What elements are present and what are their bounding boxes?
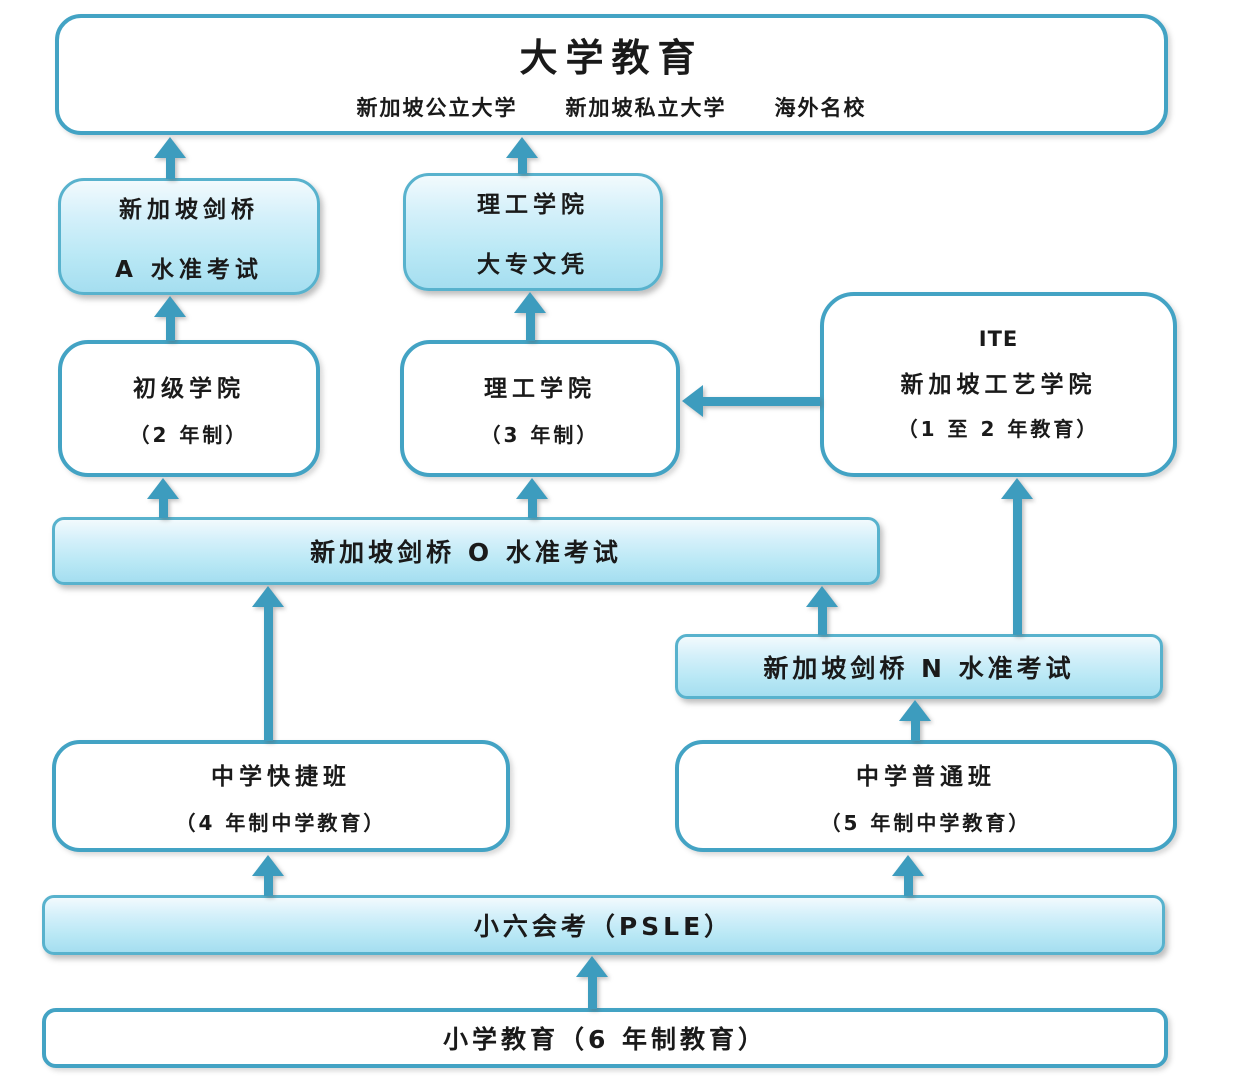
node-secondary-normal: 中学普通班 （5 年制中学教育） <box>675 740 1177 852</box>
arrow-psle-to-express-icon <box>252 855 284 896</box>
node-o-level-exam: 新加坡剑桥 O 水准考试 <box>52 517 880 585</box>
arrowhead-icon <box>576 956 608 977</box>
arrowhead-icon <box>252 586 284 607</box>
node-ite: ITE 新加坡工艺学院 （1 至 2 年教育） <box>820 292 1177 477</box>
arrow-shaft <box>158 498 168 518</box>
arrow-shaft <box>165 157 175 179</box>
arrow-jc-to-a-level-icon <box>154 296 186 341</box>
arrow-poly-diploma-to-university-icon <box>506 137 538 174</box>
junior-college-line1: 初级学院 <box>133 376 245 402</box>
arrow-shaft <box>702 396 820 406</box>
university-subtitle-public: 新加坡公立大学 <box>356 96 518 120</box>
node-primary: 小学教育（6 年制教育） <box>42 1008 1168 1068</box>
arrow-a-level-to-university-icon <box>154 137 186 179</box>
arrowhead-icon <box>252 855 284 876</box>
arrowhead-icon <box>892 855 924 876</box>
arrow-shaft <box>165 316 175 341</box>
arrowhead-icon <box>899 700 931 721</box>
junior-college-line2: （2 年制） <box>129 423 249 447</box>
ite-line3: （1 至 2 年教育） <box>897 417 1100 441</box>
arrow-poly-to-diploma-icon <box>514 292 546 341</box>
arrow-n-level-to-ite-icon <box>1001 478 1033 635</box>
node-junior-college: 初级学院 （2 年制） <box>58 340 320 477</box>
ite-line1: ITE <box>978 327 1019 351</box>
arrowhead-icon <box>806 586 838 607</box>
a-level-line1: 新加坡剑桥 <box>119 196 259 223</box>
arrow-shaft <box>1012 498 1022 635</box>
a-level-line2: A 水准考试 <box>115 256 263 283</box>
arrowhead-icon <box>506 137 538 158</box>
normal-line1: 中学普通班 <box>856 763 996 790</box>
node-poly-diploma: 理工学院 大专文凭 <box>403 173 663 291</box>
arrow-shaft <box>910 720 920 741</box>
express-line2: （4 年制中学教育） <box>175 810 387 835</box>
arrowhead-icon <box>682 385 703 417</box>
arrow-shaft <box>263 606 273 741</box>
arrow-o-level-to-jc-icon <box>147 478 179 518</box>
node-a-level-exam: 新加坡剑桥 A 水准考试 <box>58 178 320 295</box>
o-level-label: 新加坡剑桥 O 水准考试 <box>310 538 622 567</box>
arrow-ite-to-poly-icon <box>682 385 820 417</box>
university-subtitle-private: 新加坡私立大学 <box>565 96 727 120</box>
university-title: 大学教育 <box>519 36 704 80</box>
arrowhead-icon <box>154 137 186 158</box>
arrow-normal-to-n-level-icon <box>899 700 931 741</box>
arrow-shaft <box>517 157 527 174</box>
node-university: 大学教育 新加坡公立大学 新加坡私立大学 海外名校 <box>55 14 1168 135</box>
arrow-psle-to-normal-icon <box>892 855 924 896</box>
arrow-shaft <box>263 875 273 896</box>
n-level-label: 新加坡剑桥 N 水准考试 <box>763 653 1075 683</box>
express-line1: 中学快捷班 <box>211 763 351 790</box>
node-secondary-express: 中学快捷班 （4 年制中学教育） <box>52 740 510 852</box>
poly-diploma-line2: 大专文凭 <box>477 252 589 278</box>
primary-label: 小学教育（6 年制教育） <box>442 1025 768 1054</box>
arrow-shaft <box>817 606 827 635</box>
arrow-shaft <box>903 875 913 896</box>
psle-label: 小六会考（PSLE） <box>473 912 734 941</box>
arrowhead-icon <box>516 478 548 499</box>
arrowhead-icon <box>514 292 546 313</box>
arrowhead-icon <box>154 296 186 317</box>
arrow-shaft <box>527 498 537 518</box>
node-n-level-exam: 新加坡剑桥 N 水准考试 <box>675 634 1163 699</box>
arrow-n-level-to-o-level-icon <box>806 586 838 635</box>
arrow-primary-to-psle-icon <box>576 956 608 1009</box>
node-polytechnic: 理工学院 （3 年制） <box>400 340 680 477</box>
university-subtitle: 新加坡公立大学 新加坡私立大学 海外名校 <box>357 92 867 122</box>
poly-diploma-line1: 理工学院 <box>477 192 589 218</box>
normal-line2: （5 年制中学教育） <box>820 810 1032 835</box>
university-subtitle-overseas: 海外名校 <box>774 96 867 120</box>
arrow-express-to-o-level-icon <box>252 586 284 741</box>
polytechnic-line1: 理工学院 <box>484 376 596 402</box>
arrow-o-level-to-poly-icon <box>516 478 548 518</box>
polytechnic-line2: （3 年制） <box>480 423 600 447</box>
node-psle: 小六会考（PSLE） <box>42 895 1165 955</box>
arrowhead-icon <box>1001 478 1033 499</box>
arrowhead-icon <box>147 478 179 499</box>
ite-line2: 新加坡工艺学院 <box>900 372 1097 398</box>
arrow-shaft <box>587 976 597 1009</box>
arrow-shaft <box>525 312 535 341</box>
